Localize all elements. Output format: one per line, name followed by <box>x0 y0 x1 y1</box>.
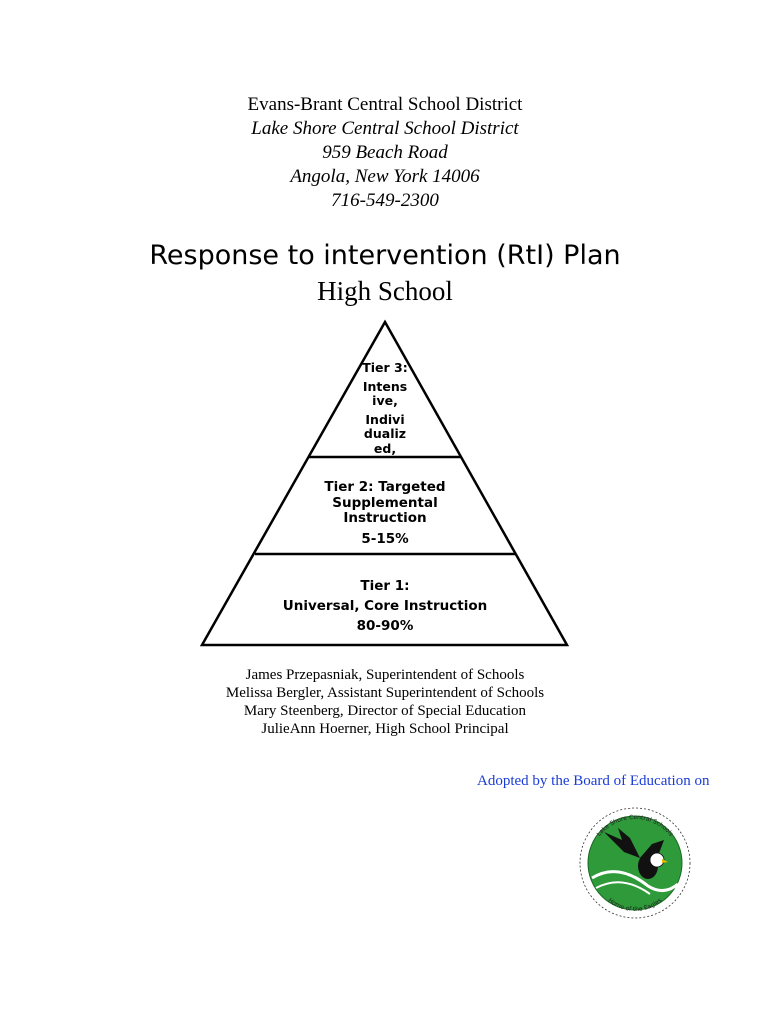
tier-3-label: Tier 3: Intens ive, Indivi dualiz ed, <box>355 360 415 456</box>
staff-list: James Przepasniak, Superintendent of Sch… <box>0 666 770 738</box>
tier-2-label: Tier 2: Targeted Supplemental Instructio… <box>285 479 485 547</box>
page-title: Response to intervention (RtI) Plan <box>149 240 621 271</box>
tier-1-percentage: 80-90% <box>356 618 414 634</box>
tier-3-text-line: Intens <box>362 378 408 394</box>
tier-1-text-line: Universal, Core Instruction <box>282 598 488 614</box>
district-name-lake-shore: Lake Shore Central School District <box>251 118 519 139</box>
staff-special-ed-director: Mary Steenberg, Director of Special Educ… <box>243 703 527 719</box>
tier-1-title: Tier 1: <box>360 578 410 594</box>
staff-principal: JulieAnn Hoerner, High School Principal <box>261 721 509 737</box>
tier-2-text-line: Supplemental <box>332 494 438 511</box>
tier-3-text-line: Indivi <box>365 411 405 427</box>
district-seal-logo: Lake Shore Central Schools Home of the E… <box>579 807 691 919</box>
tier-3-text-line: dualiz <box>363 426 407 441</box>
adoption-note: Adopted by the Board of Education on <box>477 773 710 789</box>
street-address: 959 Beach Road <box>322 142 448 163</box>
city-state-zip: Angola, New York 14006 <box>290 166 480 187</box>
staff-superintendent: James Przepasniak, Superintendent of Sch… <box>245 667 525 683</box>
tier-3-title: Tier 3: <box>362 360 408 375</box>
phone-number: 716-549-2300 <box>331 190 439 211</box>
tier-3-text-line: ed, <box>373 440 397 456</box>
tier-1-label: Tier 1: Universal, Core Instruction 80-9… <box>235 576 535 636</box>
tier-3-text-line: ive, <box>372 393 398 408</box>
district-header: Evans-Brant Central School District Lake… <box>0 93 770 213</box>
tier-2-title: Tier 2: Targeted <box>324 479 446 495</box>
district-name-evans-brant: Evans-Brant Central School District <box>247 94 523 115</box>
page-subtitle: High School <box>317 276 453 306</box>
tier-2-text-line: Instruction <box>343 510 427 526</box>
staff-assistant-superintendent: Melissa Bergler, Assistant Superintenden… <box>225 685 545 701</box>
tier-2-percentage: 5-15% <box>361 530 409 547</box>
